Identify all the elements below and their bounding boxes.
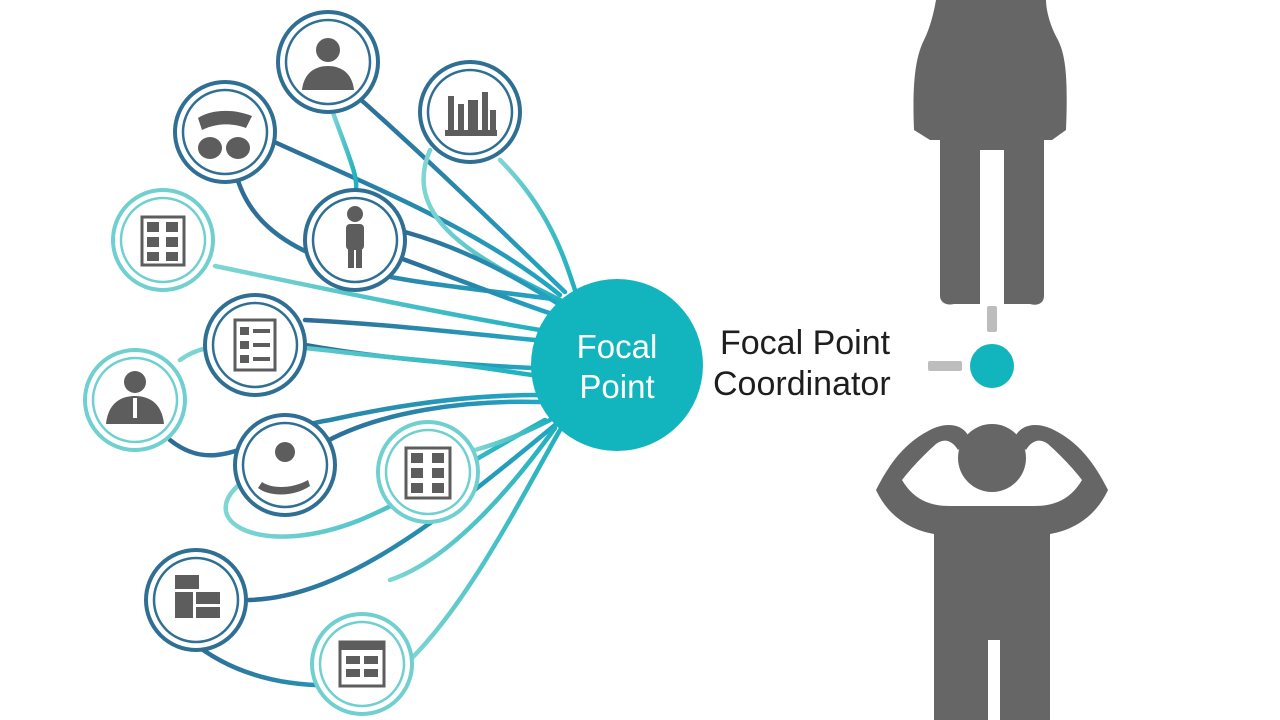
connection-line — [347, 87, 568, 295]
focal-point-node: Focal Point — [531, 279, 703, 451]
building-icon — [445, 92, 497, 136]
checklist-icon — [233, 318, 277, 372]
connection-line — [402, 229, 563, 308]
connection-line — [397, 255, 558, 318]
connector-horizontal — [928, 361, 962, 371]
person-bust-icon — [302, 38, 354, 90]
distressed-figure — [876, 424, 1108, 720]
coordinator-label: Focal Point Coordinator — [713, 324, 891, 403]
connection-line — [267, 137, 563, 298]
node-person-bust — [276, 10, 380, 114]
grid-document-icon — [140, 215, 186, 267]
node-grid-document-left — [111, 188, 215, 292]
person-hand-icon — [258, 442, 310, 495]
node-person-suit — [83, 348, 187, 452]
person-suit-icon — [106, 371, 164, 424]
node-person-hand — [233, 413, 337, 517]
connection-line — [302, 342, 536, 371]
connection-line — [302, 317, 538, 343]
connection-line — [407, 427, 563, 663]
connection-line — [317, 399, 543, 448]
node-blocks — [144, 548, 248, 652]
node-building — [418, 60, 522, 164]
coordinator-label-line2: Coordinator — [713, 365, 891, 403]
connection-line — [223, 417, 548, 539]
connection-line — [387, 425, 558, 583]
connector-vertical — [987, 306, 997, 332]
connection-line — [212, 263, 543, 333]
panel-document-icon — [338, 640, 386, 688]
stones-icon — [198, 110, 252, 159]
standing-figure — [913, 0, 1067, 305]
coordinator-label-line1: Focal Point — [720, 324, 891, 362]
node-checklist — [203, 293, 307, 397]
connection-line — [167, 392, 541, 458]
teal-dot — [970, 344, 1014, 388]
node-standing-person — [303, 188, 407, 292]
blocks-icon — [175, 575, 220, 618]
connection-line — [472, 417, 553, 453]
coordinator-connector — [928, 306, 1014, 388]
node-panel-document — [310, 612, 414, 716]
connection-line — [329, 107, 359, 198]
focal-point-label-line2: Point — [579, 368, 654, 405]
connection-line — [497, 157, 578, 293]
grid-document-icon — [404, 446, 452, 500]
standing-person-icon — [346, 206, 364, 268]
node-grid-document-right — [376, 420, 480, 524]
connection-line — [242, 422, 558, 603]
focal-point-label-line1: Focal — [577, 328, 658, 365]
node-stones — [173, 80, 277, 184]
